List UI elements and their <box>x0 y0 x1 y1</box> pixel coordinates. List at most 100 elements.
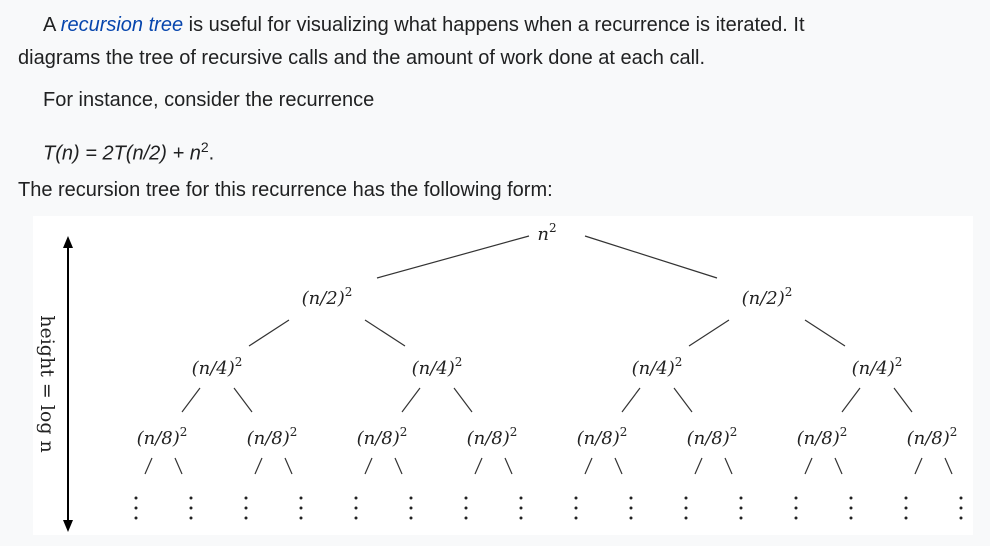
continuation-dot <box>134 496 138 500</box>
intro-line-2: diagrams the tree of recursive calls and… <box>18 47 706 69</box>
continuation-dot <box>849 506 853 510</box>
tree-node: n2 <box>537 221 556 245</box>
continuation-dot <box>574 516 578 520</box>
continuation-dot <box>574 496 578 500</box>
continuation-dot <box>794 506 798 510</box>
continuation-dot <box>959 506 963 510</box>
tree-edge <box>584 235 718 279</box>
tree-edge <box>401 387 421 413</box>
continuation-dot <box>684 496 688 500</box>
continuation-dot <box>354 496 358 500</box>
continuation-dot <box>299 516 303 520</box>
tree-intro-text: The recursion tree for this recurrence h… <box>18 179 553 201</box>
continuation-dot <box>134 516 138 520</box>
continuation-dot <box>849 496 853 500</box>
tree-edge <box>621 387 641 413</box>
continuation-dot <box>519 516 523 520</box>
continuation-dot <box>959 516 963 520</box>
intro-text: is useful for visualizing what happens w… <box>183 14 805 36</box>
tree-edge <box>944 457 953 475</box>
recursion-tree-figure: height = log n n2 (n/2)2 (n/2)2 (n/4)2 (n/4)… <box>33 216 973 535</box>
recursion-tree-svg: height = log n n2 (n/2)2 (n/2)2 (n/4)2 (n/4)… <box>36 221 963 532</box>
height-label: height = log n <box>36 315 58 453</box>
continuation-dot <box>904 516 908 520</box>
tree-edge <box>394 457 403 475</box>
continuation-dot <box>464 516 468 520</box>
tree-node: (n/2)2 <box>302 285 353 309</box>
continuation-dot <box>629 496 633 500</box>
continuation-dot <box>959 496 963 500</box>
continuation-dot <box>299 496 303 500</box>
continuation-dot <box>904 496 908 500</box>
tree-node: (n/8)2 <box>577 425 628 449</box>
tree-edge <box>174 457 183 475</box>
arrow-head-down <box>63 520 73 532</box>
tree-edge <box>181 387 201 413</box>
tree-edge <box>474 457 483 475</box>
continuation-dot <box>684 506 688 510</box>
tree-edge <box>914 457 923 475</box>
tree-node: (n/8)2 <box>907 425 958 449</box>
continuation-dot <box>629 516 633 520</box>
continuation-dot <box>409 496 413 500</box>
continuation-dot <box>794 496 798 500</box>
tree-node: (n/8)2 <box>687 425 738 449</box>
instance-text: For instance, consider the recurrence <box>43 89 375 111</box>
continuation-dot <box>244 516 248 520</box>
continuation-dot <box>794 516 798 520</box>
tree-edge <box>233 387 253 413</box>
tree-edge <box>694 457 703 475</box>
tree-node: (n/8)2 <box>797 425 848 449</box>
tree-edge <box>688 319 730 347</box>
tree-edge <box>584 457 593 475</box>
tree-edge <box>364 319 406 347</box>
intro-line-1: A recursion tree is useful for visualizi… <box>43 13 805 37</box>
tree-node: (n/4)2 <box>852 355 903 379</box>
recurrence-end: . <box>208 142 215 165</box>
continuation-dot <box>739 516 743 520</box>
tree-node: (n/4)2 <box>632 355 683 379</box>
continuation-dot <box>354 506 358 510</box>
tree-edge <box>364 457 373 475</box>
continuation-dot <box>299 506 303 510</box>
tree-edge <box>804 319 846 347</box>
continuation-dot <box>464 506 468 510</box>
tree-edge <box>841 387 861 413</box>
tree-edge <box>254 457 263 475</box>
tree-edge <box>834 457 843 475</box>
intro-text: A <box>43 14 61 36</box>
continuation-dot <box>739 496 743 500</box>
tree-edge <box>376 235 530 279</box>
tree-edge <box>504 457 513 475</box>
tree-edge <box>893 387 913 413</box>
continuation-dot <box>849 516 853 520</box>
continuation-dot <box>519 496 523 500</box>
tree-node: (n/4)2 <box>412 355 463 379</box>
continuation-dot <box>354 516 358 520</box>
continuation-dot <box>244 506 248 510</box>
arrow-head-up <box>63 236 73 248</box>
continuation-dot <box>409 516 413 520</box>
recursion-tree-link[interactable]: recursion tree <box>60 14 184 36</box>
continuation-dot <box>189 506 193 510</box>
tree-edge <box>724 457 733 475</box>
continuation-dot <box>134 506 138 510</box>
recurrence-formula: T(n) = 2T(n/2) + n2. <box>43 135 214 166</box>
tree-node: (n/8)2 <box>137 425 188 449</box>
continuation-dot <box>464 496 468 500</box>
tree-edge <box>248 319 290 347</box>
continuation-dot <box>409 506 413 510</box>
continuation-dot <box>244 496 248 500</box>
tree-edge <box>144 457 153 475</box>
tree-edge <box>284 457 293 475</box>
tree-edge <box>804 457 813 475</box>
tree-edge <box>614 457 623 475</box>
tree-node: (n/2)2 <box>742 285 793 309</box>
recurrence-exponent: 2 <box>200 139 209 155</box>
continuation-dot <box>574 506 578 510</box>
tree-node: (n/8)2 <box>247 425 298 449</box>
recurrence-base: T(n) = 2T(n/2) + n <box>43 142 201 165</box>
tree-edge <box>673 387 693 413</box>
continuation-dot <box>189 516 193 520</box>
continuation-dot <box>739 506 743 510</box>
